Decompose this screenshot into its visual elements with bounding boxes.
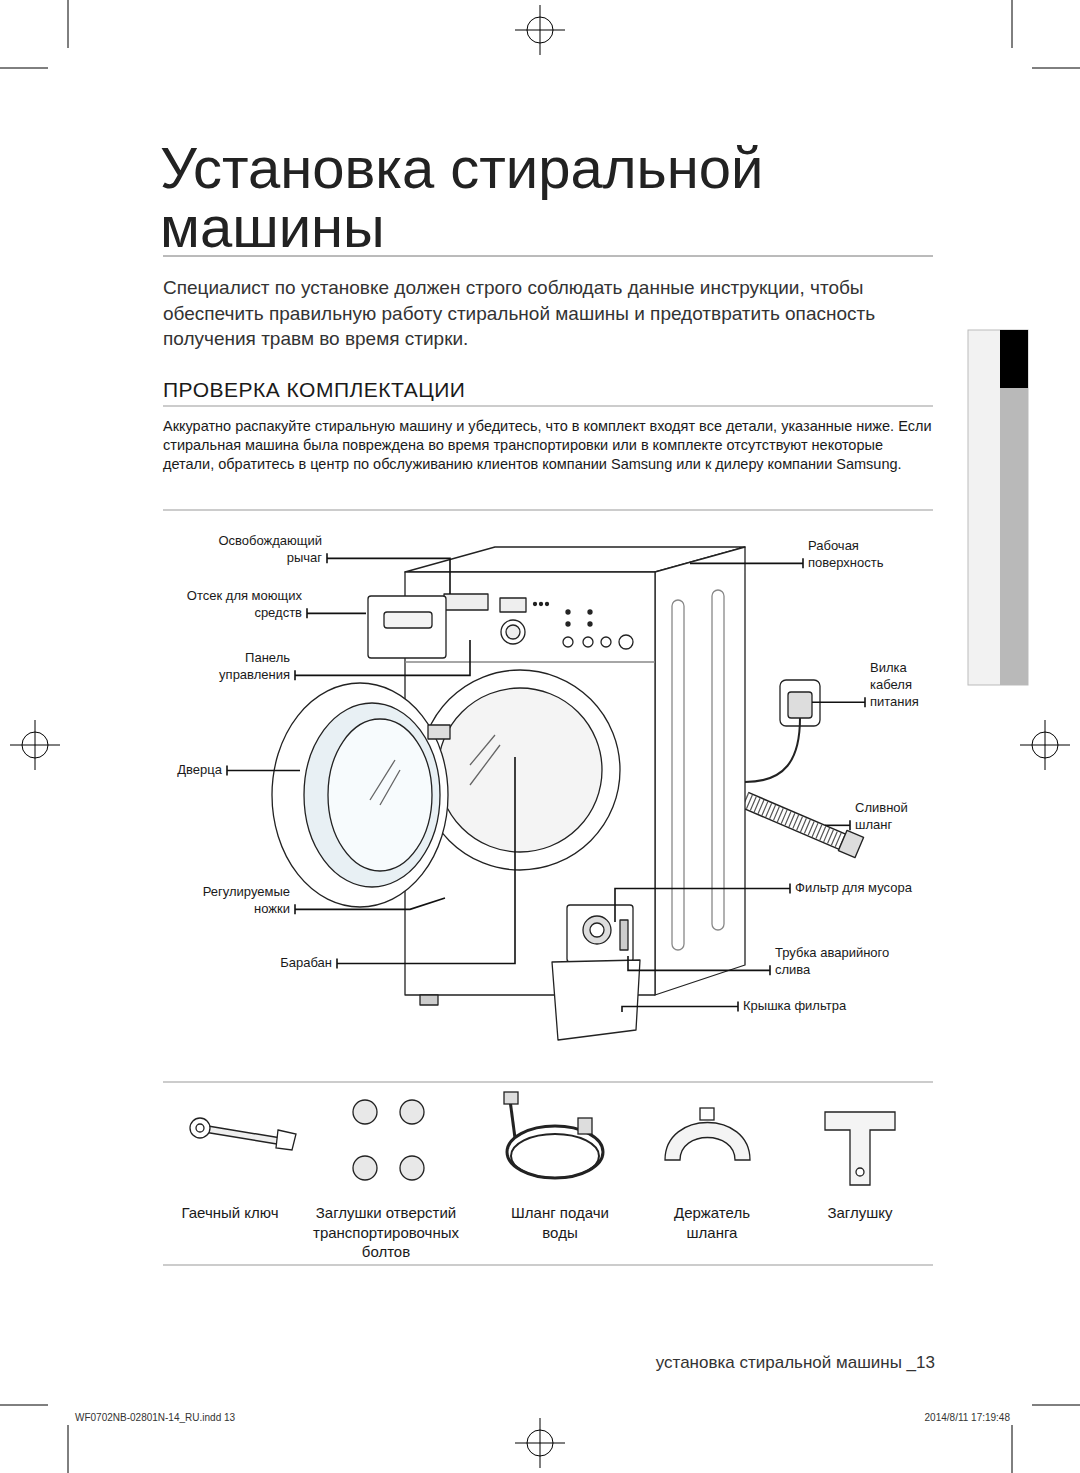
leader-tick [864,697,866,707]
part-label: Панель управления [190,650,290,684]
accessory-label: Заглушки отверстий транспортировочных бо… [291,1203,481,1262]
leader-tick [226,765,228,775]
leader-line [327,558,450,594]
body-paragraph: Аккуратно распакуйте стиральную машину и… [163,417,938,474]
leader-tick [737,1001,739,1011]
part-label: Вилка кабеля питания [870,660,932,711]
timestamp: 2014/8/11 17:19:48 [925,1411,1010,1424]
page-title: Установка стиральной машины [160,138,860,256]
part-label: Регулируемые ножки [190,884,290,918]
leader-line [307,613,366,615]
part-label: Рабочая поверхность [808,538,908,572]
accessory-label: Держатель шланга [647,1203,777,1242]
part-label: Крышка фильтра [743,998,846,1015]
leader-line [227,770,300,772]
leader-line [295,640,470,675]
leader-line [812,701,865,703]
leader-tick [326,553,328,563]
accessory-label: Заглушку [795,1203,925,1223]
part-label: Трубка аварийного слива [775,945,915,979]
part-label: Дверца [177,762,222,779]
part-label: Освобождающий рычаг [202,533,322,567]
part-label: Отсек для моющих средств [177,588,302,622]
accessories [190,1092,895,1185]
leader-tick [769,965,771,975]
leader-tick [294,670,296,680]
leader-line [825,825,850,827]
accessory-label: Шланг подачи воды [495,1203,625,1242]
leader-tick [294,904,296,914]
leader-line [690,563,803,565]
part-label: Фильтр для мусора [795,880,912,897]
file-name: WF0702NB-02801N-14_RU.indd 13 [75,1411,235,1424]
page-footer: установка стиральной машины _13 [656,1352,935,1374]
leader-tick [306,608,308,618]
accessory-label: Гаечный ключ [160,1203,300,1223]
washing-machine [272,547,864,1040]
leader-tick [336,958,338,968]
leader-line [295,898,445,909]
leader-tick [789,883,791,893]
leader-line [615,888,790,922]
side-tab [968,330,1028,685]
leader-line [337,757,515,963]
rules [163,256,933,1265]
intro-paragraph: Специалист по установке должен строго со… [163,275,943,352]
part-label: Барабан [280,955,332,972]
part-label: Сливной шланг [855,800,920,834]
leader-line [622,1006,738,1012]
leader-line [628,956,770,970]
leader-tick [849,820,851,830]
leader-tick [802,558,804,568]
section-heading: ПРОВЕРКА КОМПЛЕКТАЦИИ [163,376,465,403]
